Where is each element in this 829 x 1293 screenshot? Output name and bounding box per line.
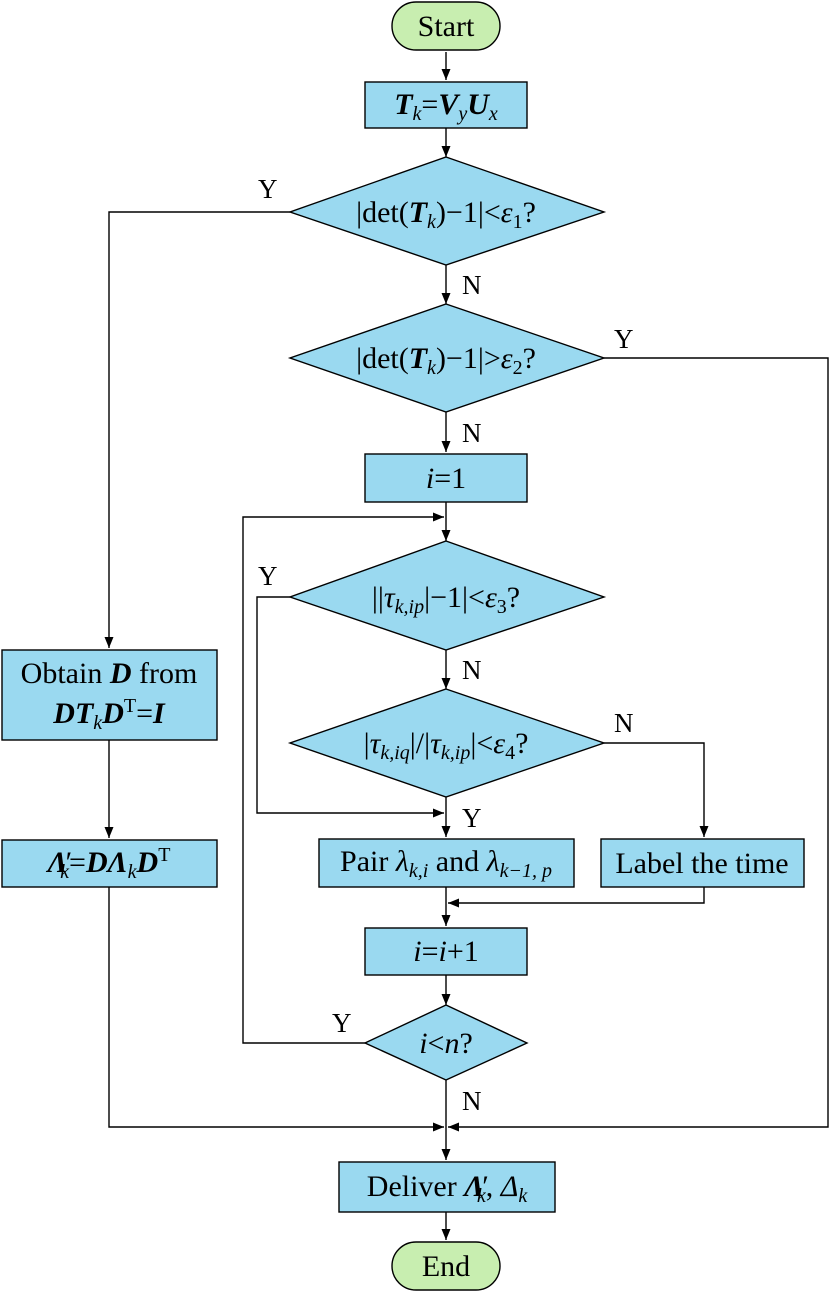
label-time-text: Label the time xyxy=(615,847,788,880)
init-i-box: i=1 xyxy=(364,453,528,503)
dec1-yes-label: Y xyxy=(258,174,278,204)
decision-det-lt-eps1-text: |det(Tk)−1|<ε1? xyxy=(356,196,536,233)
start-label: Start xyxy=(418,10,475,43)
arrow-lambda-to-merge xyxy=(108,887,444,1132)
increment-i-box: i=i+1 xyxy=(364,927,528,976)
edge-labels: Y N Y N Y N Y N Y N xyxy=(258,174,634,1116)
lambda-def-box: Λ′k=DΛkDT xyxy=(1,839,218,888)
arrow-dec1-yes-to-obtain xyxy=(104,211,290,648)
decision-tau-eps3: ||τk,ip|−1|<ε3? xyxy=(287,540,607,651)
dec4-yes-label: Y xyxy=(462,803,482,833)
tk-definition-text: Tk=VyUx xyxy=(394,88,498,125)
end-terminal: End xyxy=(391,1241,501,1291)
init-i-text: i=1 xyxy=(426,462,466,495)
arrow-label-to-merge xyxy=(448,887,705,908)
decision-i-lt-n-text: i<n? xyxy=(419,1027,473,1060)
decision-det-gt-eps2: |det(Tk)−1|>ε2? xyxy=(287,303,607,413)
decision-tau-ratio-eps4: |τk,iq|/|τk,ip|<ε4? xyxy=(287,688,607,798)
tk-definition-box: Tk=VyUx xyxy=(364,81,528,129)
obtain-d-box: Obtain D from DTkDT=I xyxy=(1,649,218,741)
arrow-dec2-yes-to-merge xyxy=(448,357,829,1132)
dec3-yes-label: Y xyxy=(258,561,278,591)
dec5-yes-label: Y xyxy=(332,1008,352,1038)
dec4-no-label: N xyxy=(614,708,634,738)
decision-tau-eps3-text: ||τk,ip|−1|<ε3? xyxy=(372,581,520,618)
pair-box: Pair λk,i and λk−1, p xyxy=(318,838,575,888)
arrow-dec3-yes-to-pair xyxy=(256,596,444,818)
decision-det-lt-eps1: |det(Tk)−1|<ε1? xyxy=(287,156,607,266)
increment-i-text: i=i+1 xyxy=(413,935,479,968)
pair-text: Pair λk,i and λk−1, p xyxy=(340,845,552,882)
decision-det-gt-eps2-text: |det(Tk)−1|>ε2? xyxy=(356,342,536,379)
obtain-d-line1: Obtain D from xyxy=(21,657,198,690)
arrow-dec5-yes-loop xyxy=(242,512,444,1044)
dec3-no-label: N xyxy=(462,655,482,685)
obtain-d-line2: DTkDT=I xyxy=(52,695,166,734)
decision-tau-ratio-eps4-text: |τk,iq|/|τk,ip|<ε4? xyxy=(364,727,529,764)
dec2-yes-label: Y xyxy=(614,324,634,354)
dec1-no-label: N xyxy=(462,270,482,300)
arrow-dec4-no-to-label xyxy=(604,742,709,837)
end-label: End xyxy=(422,1250,470,1283)
label-time-box: Label the time xyxy=(600,838,805,888)
dec2-no-label: N xyxy=(462,418,482,448)
start-terminal: Start xyxy=(391,1,501,51)
dec5-no-label: N xyxy=(462,1086,482,1116)
lambda-def-text: Λ′k=DΛkDT xyxy=(46,844,171,883)
connectors xyxy=(104,52,829,1240)
deliver-text: Deliver Λ′k, Δk xyxy=(367,1170,529,1207)
decision-i-lt-n: i<n? xyxy=(363,1004,529,1081)
deliver-box: Deliver Λ′k, Δk xyxy=(338,1161,556,1213)
